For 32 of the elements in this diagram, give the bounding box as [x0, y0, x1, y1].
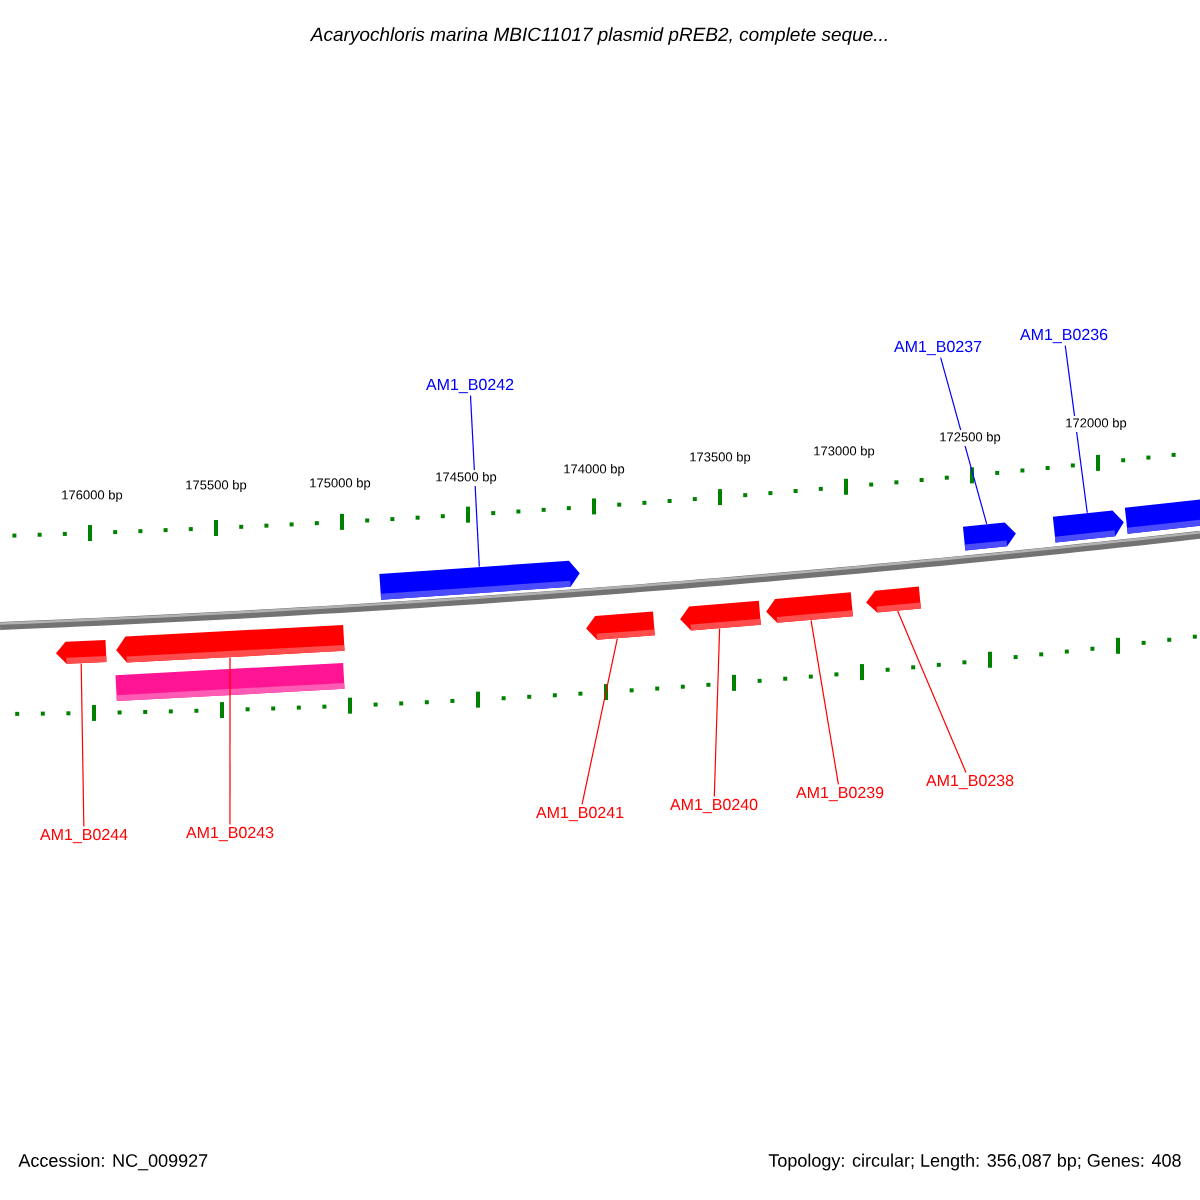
gene-label: AM1_B0242 [426, 378, 514, 394]
gene-label: AM1_B0236 [1020, 328, 1108, 344]
gene-block [680, 600, 761, 631]
footer-text: Accession: NC_009927 [18, 1153, 208, 1171]
leader-line [80, 662, 85, 828]
title: Acaryochloris marina MBIC11017 plasmid pREB2, complete seque... [309, 27, 887, 45]
gene-block [56, 639, 107, 664]
gene-block [116, 624, 345, 663]
leader-line [940, 356, 988, 525]
gene-label: AM1_B0243 [186, 826, 274, 842]
gene-block [1124, 499, 1200, 534]
footer-text: Topology: circular; Length: 356,087 bp; Genes: 408 [768, 1153, 1181, 1171]
gene-block [866, 586, 921, 613]
gene-label: AM1_B0240 [670, 798, 758, 814]
gene-bar [115, 662, 345, 702]
leader-line [1064, 345, 1088, 514]
gene-block [379, 560, 580, 600]
gene-label: AM1_B0237 [894, 340, 982, 356]
leader-line [229, 656, 231, 826]
gene-label: AM1_B0238 [926, 774, 1014, 790]
leader-line [810, 619, 839, 786]
gene-label: AM1_B0244 [40, 828, 128, 844]
gene-block [962, 522, 1016, 551]
gene-label: AM1_B0241 [536, 806, 624, 822]
leader-line [713, 627, 721, 798]
leader-line [581, 638, 618, 806]
gene-block [766, 592, 853, 623]
leader-line [469, 395, 480, 568]
leader-line [897, 610, 967, 774]
gene-block [586, 611, 655, 640]
gene-label: AM1_B0239 [796, 786, 884, 802]
gene-block [1052, 510, 1124, 543]
